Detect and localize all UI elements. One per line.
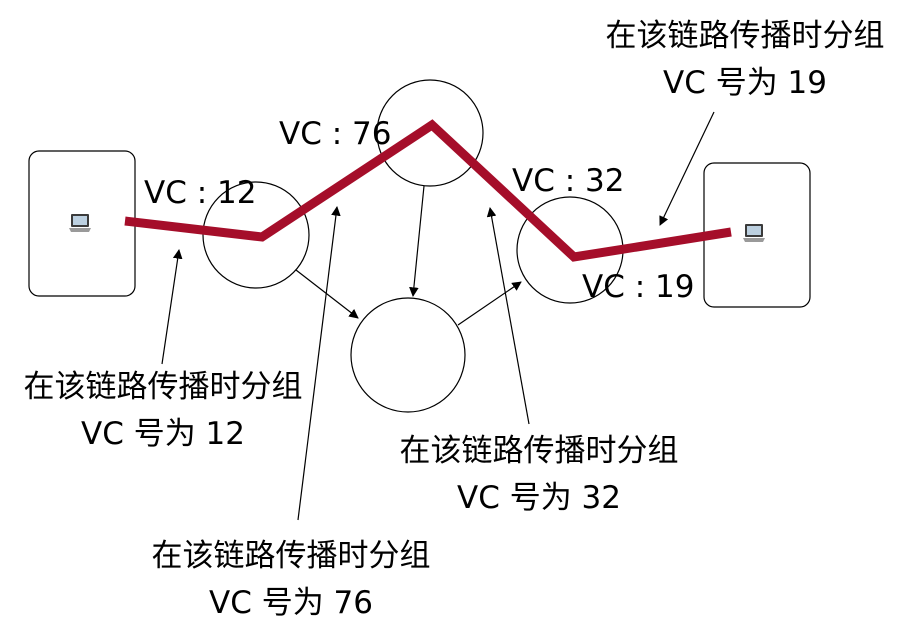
- callout-line1: 在该链路传播时分组: [399, 433, 679, 469]
- vc-label-19: VC : 19: [582, 269, 695, 305]
- router-b: [376, 79, 484, 187]
- callout-arrow-vc19: [659, 111, 715, 226]
- callout-vc12: 在该链路传播时分组 VC 号为 12: [4, 364, 322, 457]
- callout-vc32: 在该链路传播时分组 VC 号为 32: [380, 428, 698, 521]
- link-b-c: [409, 185, 425, 297]
- callout-line1: 在该链路传播时分组: [605, 18, 885, 54]
- callout-line2: VC 号为 12: [80, 415, 245, 452]
- virtual-circuit-path: [124, 119, 732, 262]
- callout-line2: VC 号为 32: [456, 479, 621, 516]
- vc-label-12: VC : 12: [144, 175, 257, 211]
- laptop-icon: [69, 214, 91, 232]
- vc-label-76: VC : 76: [279, 116, 392, 152]
- vc-label-32: VC : 32: [512, 163, 625, 199]
- callout-arrow-vc76: [297, 206, 341, 521]
- callout-line2: VC 号为 76: [208, 584, 373, 621]
- callout-arrow-vc32: [486, 207, 530, 425]
- link-a-c: [295, 269, 359, 319]
- callout-vc76: 在该链路传播时分组 VC 号为 76: [132, 533, 450, 626]
- callout-line2: VC 号为 19: [662, 64, 827, 101]
- callout-line1: 在该链路传播时分组: [23, 369, 303, 405]
- callout-arrow-vc12: [161, 249, 183, 365]
- laptop-icon: [743, 224, 765, 242]
- callout-vc19: 在该链路传播时分组 VC 号为 19: [586, 13, 904, 106]
- router-c: [350, 297, 466, 413]
- callout-line1: 在该链路传播时分组: [151, 538, 431, 574]
- link-c-d: [457, 281, 522, 326]
